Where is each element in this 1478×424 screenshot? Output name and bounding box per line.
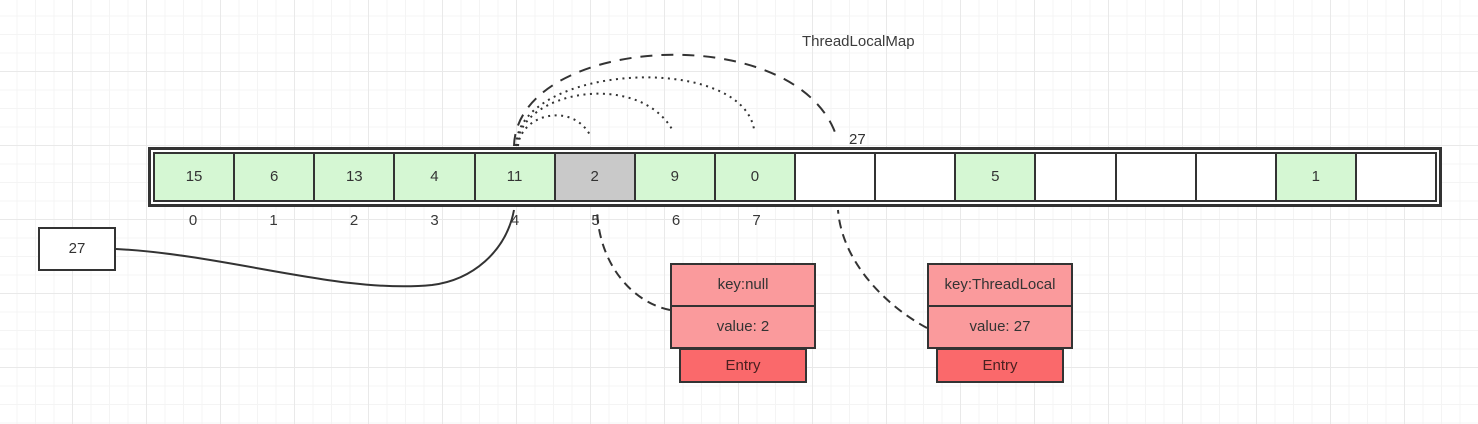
- entry-box-null: key:null value: 2 Entry: [670, 263, 816, 383]
- entry-threadlocal-kv: key:ThreadLocal value: 27: [927, 263, 1073, 349]
- probe-result-label: 27: [849, 131, 866, 148]
- array-cell-3: 4: [393, 152, 476, 202]
- index-label-0: 0: [188, 212, 198, 229]
- entry-threadlocal-value: value: 27: [929, 305, 1071, 347]
- array-cell-2: 13: [313, 152, 396, 202]
- index-label-4: 4: [510, 212, 520, 229]
- entry-threadlocal-key: key:ThreadLocal: [929, 265, 1071, 305]
- array-cell-0: 15: [153, 152, 236, 202]
- array-cell-13: [1194, 152, 1277, 202]
- array-cell-11: [1034, 152, 1117, 202]
- array-cell-8: [794, 152, 877, 202]
- probe-arc-slot5: [517, 114, 591, 147]
- index-label-5: 5: [591, 212, 600, 229]
- array-cell-7: 0: [713, 152, 796, 202]
- array-cell-9: [874, 152, 957, 202]
- array-cell-6: 9: [633, 152, 716, 202]
- entry-null-arrow: [596, 209, 671, 311]
- array-cell-10: 5: [954, 152, 1037, 202]
- hash-to-slot4-arrow: [115, 209, 515, 288]
- array-cell-4: 11: [473, 152, 556, 202]
- entry-null-footer: Entry: [679, 348, 807, 383]
- index-label-2: 2: [349, 212, 359, 229]
- entry-threadlocal-footer: Entry: [936, 348, 1064, 383]
- array-cell-1: 6: [233, 152, 316, 202]
- index-label-6: 6: [671, 212, 681, 229]
- array-cell-5: 2: [553, 152, 636, 202]
- index-label-1: 1: [269, 212, 278, 229]
- entry-null-value: value: 2: [672, 305, 814, 347]
- array-cell-15: [1354, 152, 1437, 202]
- entry-null-kv: key:null value: 2: [670, 263, 816, 349]
- array-cell-14: 1: [1274, 152, 1357, 202]
- hash-value-box: 27: [38, 227, 116, 271]
- array-cell-12: [1114, 152, 1197, 202]
- index-label-3: 3: [430, 212, 439, 229]
- diagram-title: ThreadLocalMap: [802, 33, 915, 50]
- entry-threadlocal-arrow: [837, 209, 928, 329]
- probe-arc-slot8: [513, 53, 838, 147]
- index-label-7: 7: [752, 212, 761, 229]
- entry-box-threadlocal: key:ThreadLocal value: 27 Entry: [927, 263, 1073, 383]
- entry-null-key: key:null: [672, 265, 814, 305]
- probe-arc-slot7: [515, 76, 755, 147]
- probe-arc-slot6: [516, 92, 674, 147]
